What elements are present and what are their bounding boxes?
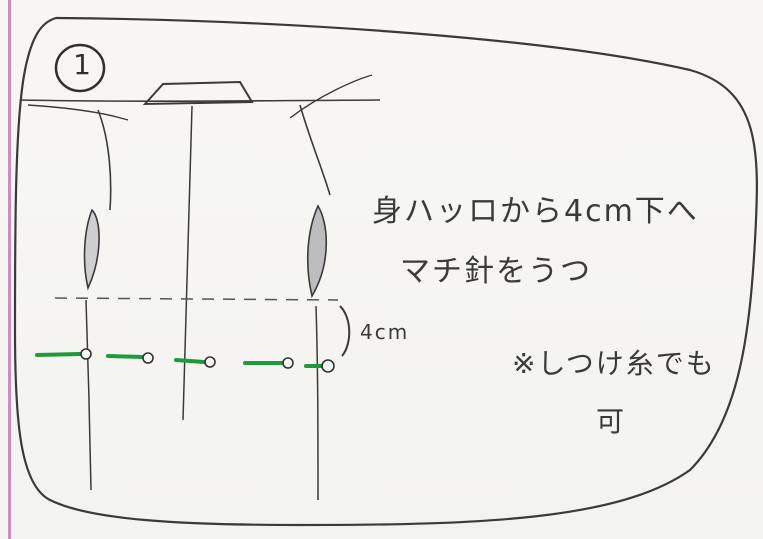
collar [142, 80, 254, 106]
note-line-2: 可 [596, 405, 627, 438]
left-pocket-slit [83, 208, 100, 291]
left-side-line [85, 299, 92, 491]
dashed-reference-line [54, 297, 339, 301]
left-armhole [97, 109, 112, 211]
instruction-line-1: 身ハッロから4cm下へ [372, 194, 699, 229]
pin-5 [304, 359, 335, 373]
center-line [182, 105, 193, 421]
right-pocket-slit [306, 204, 328, 299]
outer-frame [13, 16, 758, 527]
pin-3 [174, 356, 216, 368]
step-circle [54, 43, 106, 93]
measure-bracket [339, 305, 351, 357]
left-body-edge [27, 104, 129, 121]
right-body-edge [289, 74, 373, 119]
pin-1 [35, 348, 92, 360]
pin-2 [106, 352, 154, 364]
measure-label: 4cm [360, 320, 410, 344]
pin-4 [243, 357, 294, 369]
note-line-1: ※しつけ糸でも [512, 347, 716, 380]
shoulder-line [19, 99, 381, 102]
notebook-margin-line [8, 0, 11, 539]
instruction-line-2: マチ針をうつ [400, 254, 592, 289]
step-number: 1 [73, 47, 91, 81]
right-armhole [299, 104, 331, 196]
right-side-line [315, 305, 319, 501]
